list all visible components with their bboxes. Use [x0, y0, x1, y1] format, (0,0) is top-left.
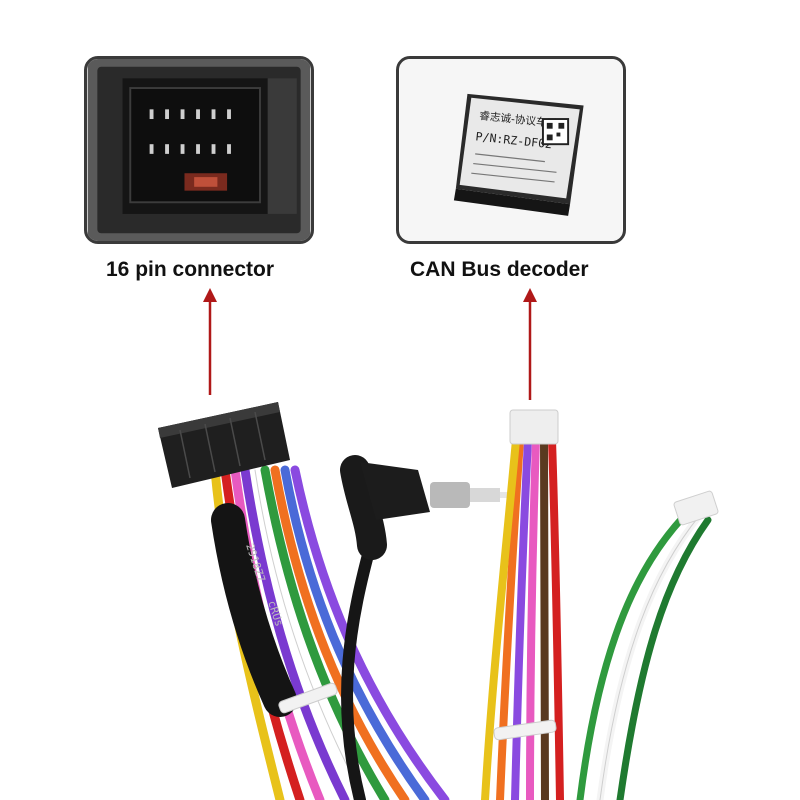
cable-ties: [278, 682, 557, 741]
side-wire-plug: [673, 490, 719, 526]
connector-closeup-frame: [84, 56, 314, 244]
antenna-cable: [340, 455, 430, 800]
harness-16-pin-connector: [158, 402, 290, 488]
decoder-closeup-image: 睿志诚-协议车系 P/N:RZ-DF02: [399, 59, 623, 241]
decoder-wire-bundle: [481, 436, 564, 800]
decoder-plug: [509, 409, 559, 445]
decoder-closeup-frame: 睿志诚-协议车系 P/N:RZ-DF02: [396, 56, 626, 244]
antenna-plug: [430, 482, 514, 508]
connector-arrow: [203, 288, 217, 395]
black-sleeve: 2918Z7 cRUs: [211, 503, 297, 717]
decoder-label: CAN Bus decoder: [410, 258, 589, 281]
decoder-arrow: [523, 288, 537, 400]
side-wires: [576, 506, 712, 800]
qr-code-graphic: [541, 118, 570, 146]
connector-label: 16 pin connector: [106, 258, 275, 281]
connector-closeup-image: [87, 59, 311, 241]
